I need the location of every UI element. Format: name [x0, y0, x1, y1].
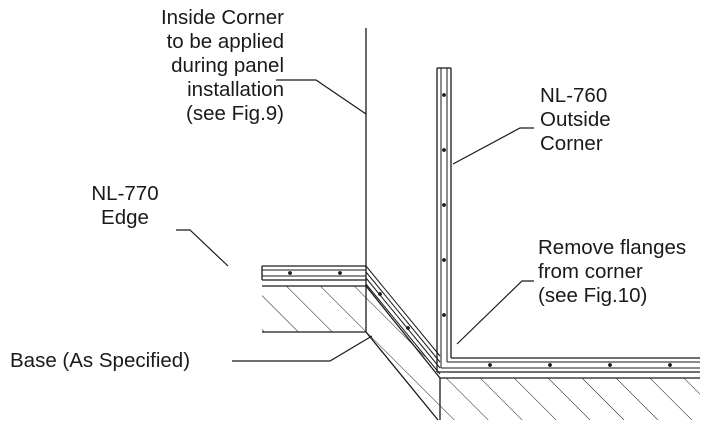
label-line: (see Fig.10)	[538, 284, 648, 307]
leader-outside-corner	[452, 127, 534, 165]
label-base: Base (As Specified)	[10, 349, 191, 372]
nl-770-edge-trim	[261, 265, 366, 281]
label-line: installation	[187, 78, 284, 101]
label-line: Corner	[540, 132, 603, 155]
leader-remove-flanges	[456, 280, 534, 345]
label-edge: NL-770 Edge	[80, 182, 170, 230]
leader-lines	[176, 79, 534, 362]
label-outside-corner: NL-760 Outside Corner	[540, 84, 611, 156]
label-line: to be applied	[166, 30, 284, 53]
label-line: Remove flanges	[538, 236, 687, 259]
label-line: (see Fig.9)	[186, 102, 284, 125]
base-material	[262, 285, 700, 421]
label-line: Edge	[101, 206, 149, 229]
label-line: from corner	[538, 260, 643, 283]
leader-inside-corner	[276, 79, 367, 115]
label-line: during panel	[171, 54, 284, 77]
sloped-panel	[365, 265, 441, 375]
leader-edge	[176, 229, 229, 267]
label-inside-corner: Inside Corner to be applied during panel…	[161, 6, 284, 126]
label-line: NL-770	[91, 182, 159, 205]
leader-base	[232, 335, 373, 362]
label-remove-flanges: Remove flanges from corner (see Fig.10)	[538, 236, 686, 308]
nl-760-outside-corner	[436, 67, 700, 373]
label-line: NL-760	[540, 84, 608, 107]
label-line: Inside Corner	[160, 6, 284, 29]
label-line: Outside	[540, 108, 611, 131]
